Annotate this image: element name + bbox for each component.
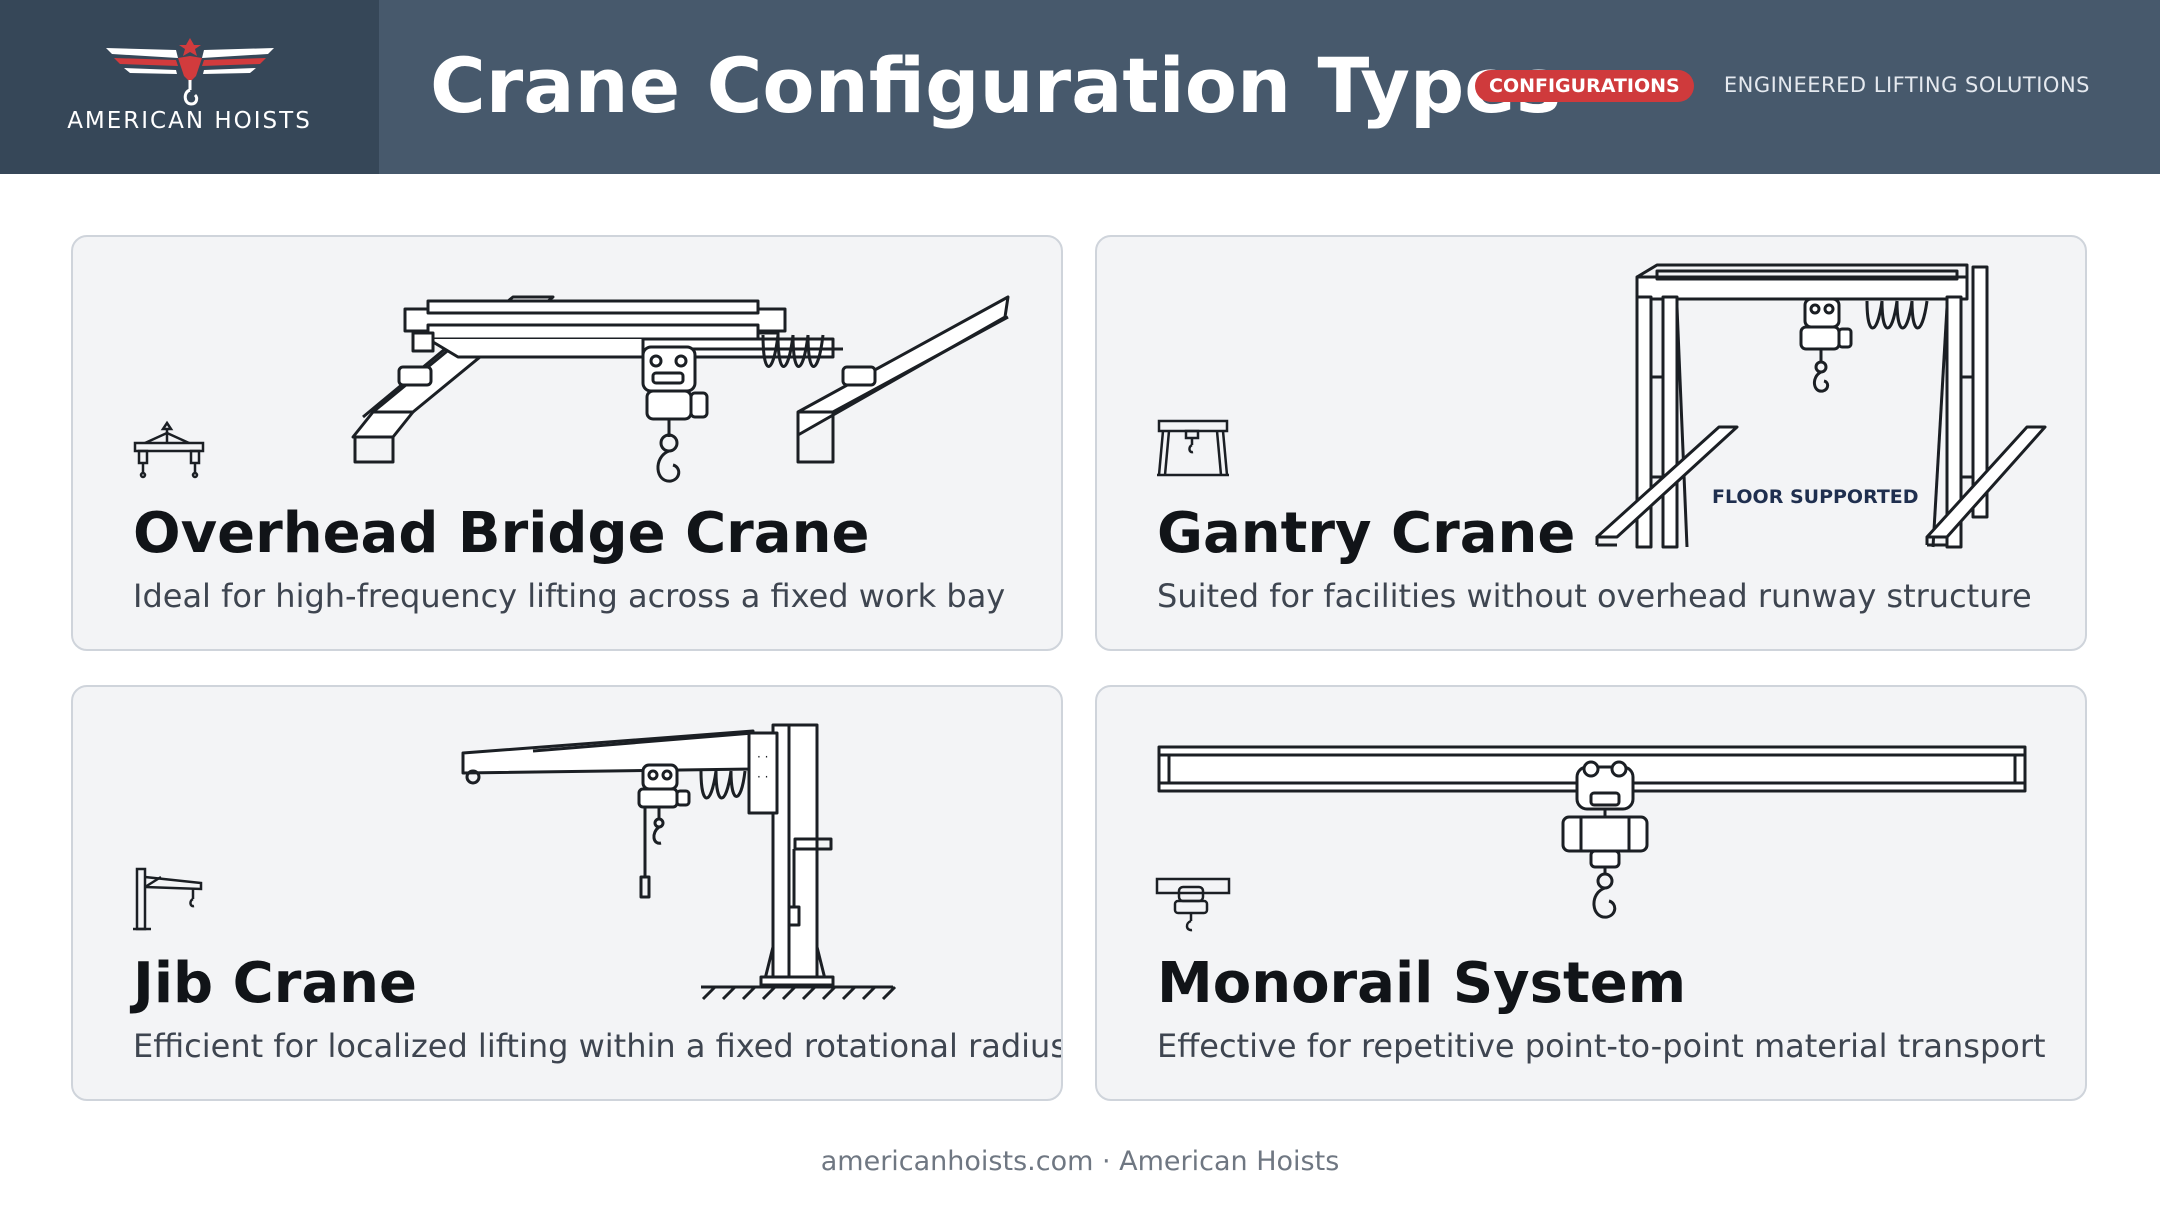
card-title: Jib Crane [133, 951, 417, 1016]
monorail-illustration [1157, 745, 2027, 919]
card-title: Gantry Crane [1157, 501, 1576, 566]
jib-crane-icon [133, 867, 203, 931]
card-description: Efficient for localized lifting within a… [133, 1027, 1063, 1065]
card-gantry-crane[interactable]: FLOOR SUPPORTED Gantry Crane Suited for … [1095, 235, 2087, 651]
card-description: Suited for facilities without overhead r… [1157, 577, 2032, 615]
gantry-crane-illustration [1595, 263, 2047, 549]
logo-block[interactable]: AMERICAN HOISTS [0, 0, 379, 174]
footer-text[interactable]: americanhoists.com · American Hoists [820, 1146, 1340, 1177]
bridge-crane-illustration [351, 295, 1010, 483]
card-title: Overhead Bridge Crane [133, 501, 870, 566]
svg-text:· ·: · · [757, 770, 768, 784]
jib-crane-illustration: · · · · [461, 723, 897, 1001]
tagline: ENGINEERED LIFTING SOLUTIONS [1723, 73, 2090, 97]
configurations-badge: CONFIGURATIONS [1475, 70, 1694, 102]
card-description: Ideal for high-frequency lifting across … [133, 577, 1006, 615]
monorail-icon [1155, 877, 1231, 932]
svg-text:· ·: · · [757, 750, 768, 764]
card-description: Effective for repetitive point-to-point … [1157, 1027, 2046, 1065]
card-jib-crane[interactable]: · · · · Jib Crane Efficient for localize… [71, 685, 1063, 1101]
card-overhead-bridge-crane[interactable]: Overhead Bridge Crane Ideal for high-fre… [71, 235, 1063, 651]
floor-supported-label: FLOOR SUPPORTED [1712, 486, 1919, 508]
bridge-crane-icon [133, 420, 205, 479]
card-monorail-system[interactable]: Monorail System Effective for repetitive… [1095, 685, 2087, 1101]
card-title: Monorail System [1157, 951, 1687, 1016]
brand-name: AMERICAN HOISTS [67, 108, 312, 134]
header-bar: AMERICAN HOISTS Crane Configuration Type… [0, 0, 2160, 174]
page-title: Crane Configuration Types [430, 41, 1562, 130]
eagle-hook-logo-icon [106, 38, 274, 106]
gantry-crane-icon [1157, 419, 1229, 477]
